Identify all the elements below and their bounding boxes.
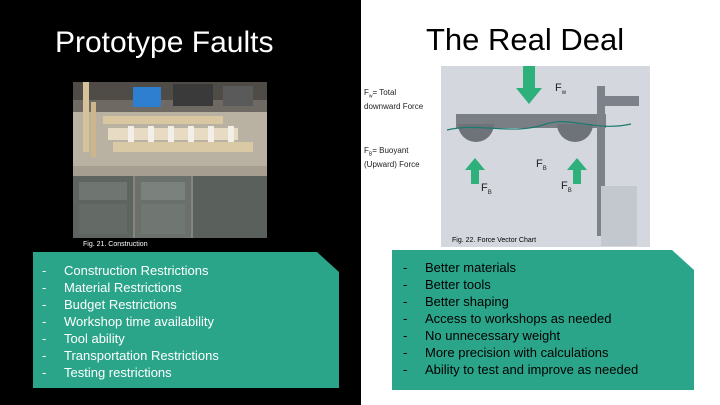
fb-arrow-label-right: FB — [561, 180, 572, 195]
list-item: Transportation Restrictions — [42, 347, 219, 364]
faults-list: Construction Restrictions Material Restr… — [42, 262, 219, 381]
list-item: Budget Restrictions — [42, 296, 219, 313]
fb-arrow-label-left: FB — [481, 182, 492, 197]
list-item: Ability to test and improve as needed — [403, 361, 638, 378]
list-item: More precision with calculations — [403, 344, 638, 361]
right-title: The Real Deal — [426, 22, 625, 57]
list-item: Construction Restrictions — [42, 262, 219, 279]
list-item: No unnecessary weight — [403, 327, 638, 344]
list-item: Testing restrictions — [42, 364, 219, 381]
photo-caption: Fig. 21. Construction — [83, 241, 148, 248]
diagram-caption: Fig. 22. Force Vector Chart — [452, 237, 537, 244]
list-item: Workshop time availability — [42, 313, 219, 330]
left-title: Prototype Faults — [55, 26, 274, 59]
list-item: Material Restrictions — [42, 279, 219, 296]
list-item: Tool ability — [42, 330, 219, 347]
fb-definition: FB= Buoyant (Upward) Force — [364, 146, 420, 169]
list-item: Better tools — [403, 276, 638, 293]
improvements-list: Better materials Better tools Better sha… — [403, 259, 638, 378]
list-item: Better shaping — [403, 293, 638, 310]
fw-arrow-label: Fw — [555, 82, 567, 97]
list-item: Better materials — [403, 259, 638, 276]
force-vector-diagram: Fw= Total downward Force FB= Buoyant (Up… — [361, 66, 650, 247]
list-item: Access to workshops as needed — [403, 310, 638, 327]
fb-arrow-label-center: FB — [536, 158, 547, 173]
fw-definition: Fw= Total downward Force — [364, 88, 424, 111]
construction-photo — [73, 82, 267, 238]
